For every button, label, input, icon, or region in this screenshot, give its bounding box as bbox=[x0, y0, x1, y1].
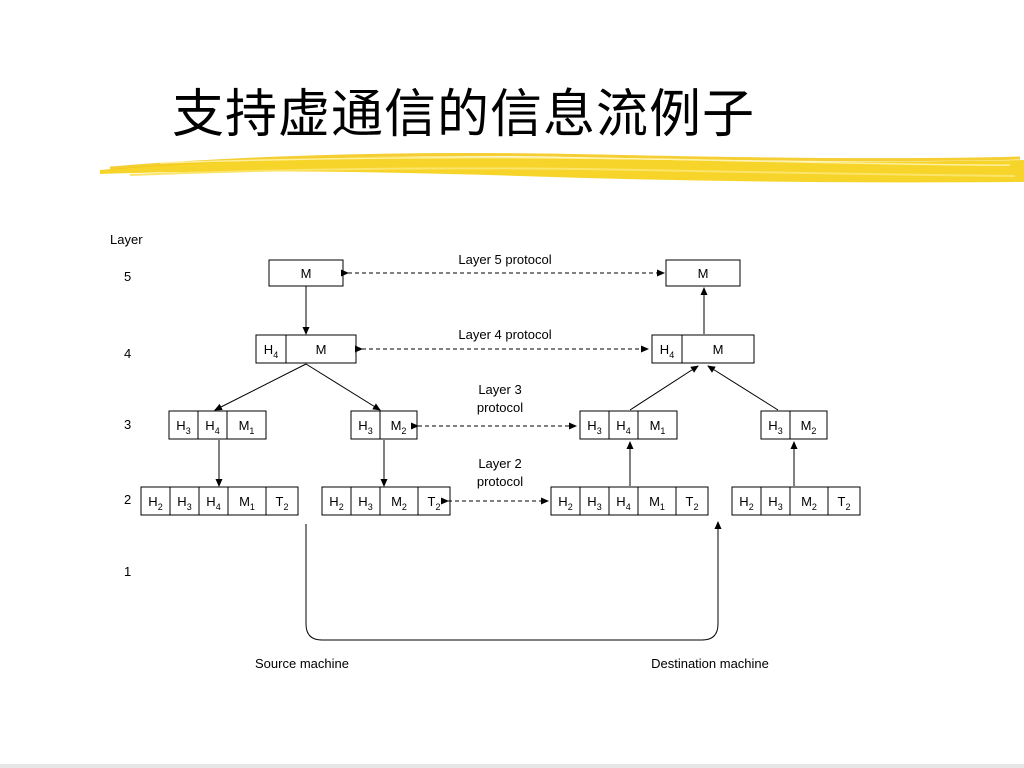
packet-cell bbox=[681, 334, 755, 364]
packet-cell bbox=[168, 410, 199, 440]
packet-cell-label: H2 bbox=[558, 494, 572, 512]
packet-cell-label: T2 bbox=[686, 494, 699, 512]
packet-cell-label: T2 bbox=[276, 494, 289, 512]
packet-cell-label: H3 bbox=[177, 494, 191, 512]
packet-cell-label: M bbox=[301, 266, 312, 281]
packet-cell-label: H4 bbox=[205, 418, 219, 436]
packet-cell bbox=[789, 486, 829, 516]
packet-cell bbox=[197, 410, 228, 440]
packet-cell-label: H4 bbox=[616, 418, 630, 436]
packet-cell-label: M1 bbox=[239, 418, 255, 436]
dst-l5-packet: M bbox=[665, 259, 741, 287]
layer3-protocol-label-line2: protocol bbox=[477, 400, 523, 415]
packet-cell bbox=[226, 410, 267, 440]
packet-cell-label: M1 bbox=[239, 494, 255, 512]
dst-arrow-l3b-to-l4 bbox=[707, 365, 779, 411]
packet-cell bbox=[169, 486, 200, 516]
packet-cell-label: H3 bbox=[358, 418, 372, 436]
packet-cell-label: H3 bbox=[176, 418, 190, 436]
packet-cell bbox=[350, 410, 381, 440]
packet-cell-label: H3 bbox=[768, 418, 782, 436]
packet-cell-label: M bbox=[316, 342, 327, 357]
packet-cell bbox=[760, 410, 791, 440]
packet-cell-label: H2 bbox=[739, 494, 753, 512]
packet-cell-label: M1 bbox=[649, 494, 665, 512]
layer-number-3: 3 bbox=[124, 417, 131, 432]
packet-cell bbox=[285, 334, 357, 364]
packet-cell bbox=[265, 486, 299, 516]
packet-cell bbox=[379, 486, 419, 516]
packet-cell-label: M bbox=[713, 342, 724, 357]
packet-cell-label: H2 bbox=[329, 494, 343, 512]
packet-cell-label: H3 bbox=[768, 494, 782, 512]
packet-cell-label: H3 bbox=[587, 494, 601, 512]
layer5-protocol-label: Layer 5 protocol bbox=[458, 252, 551, 267]
dst-l3a-packet: H3 H4 M1 bbox=[579, 410, 678, 440]
packet-cell-label: T2 bbox=[838, 494, 851, 512]
packet-cell-label: M2 bbox=[801, 418, 817, 436]
packet-cell bbox=[608, 486, 639, 516]
src-l5-packet: M bbox=[268, 259, 344, 287]
packet-cell-label: M2 bbox=[391, 494, 407, 512]
packet-cell-label: H4 bbox=[264, 342, 278, 360]
packet-cell-label: M1 bbox=[650, 418, 666, 436]
packet-cell bbox=[198, 486, 229, 516]
packet-cell-label: H2 bbox=[148, 494, 162, 512]
src-arrow-l4-to-l3b bbox=[305, 363, 381, 411]
layer-number-2: 2 bbox=[124, 492, 131, 507]
packet-cell-label: M2 bbox=[801, 494, 817, 512]
dst-l3b-packet: H3 M2 bbox=[760, 410, 828, 440]
src-arrow-l4-to-l3a bbox=[214, 363, 307, 411]
packet-cell bbox=[579, 486, 610, 516]
dst-arrow-l3a-to-l4 bbox=[629, 365, 699, 411]
layer4-protocol-label: Layer 4 protocol bbox=[458, 327, 551, 342]
layer-number-4: 4 bbox=[124, 346, 131, 361]
packet-cell bbox=[651, 334, 683, 364]
physical-link-path bbox=[305, 521, 722, 641]
src-l2b-packet: H2 H3 M2 T2 bbox=[321, 486, 451, 516]
packet-cell bbox=[675, 486, 709, 516]
source-machine-label: Source machine bbox=[255, 656, 349, 671]
layer-number-1: 1 bbox=[124, 564, 131, 579]
src-l3b-packet: H3 M2 bbox=[350, 410, 418, 440]
packet-cell bbox=[665, 259, 741, 287]
layer2-protocol-label-line2: protocol bbox=[477, 474, 523, 489]
slide-footer-bar bbox=[0, 764, 1024, 768]
packet-cell-label: H4 bbox=[616, 494, 630, 512]
src-l4-packet: H4 M bbox=[255, 334, 357, 364]
dst-l4-packet: H4 M bbox=[651, 334, 755, 364]
highlighter-stroke bbox=[100, 153, 1024, 183]
packet-cell bbox=[140, 486, 171, 516]
src-l2a-packet: H2 H3 H4 M1 T2 bbox=[140, 486, 299, 516]
packet-cell bbox=[637, 410, 678, 440]
packet-cell-label: T2 bbox=[428, 494, 441, 512]
packet-cell bbox=[579, 410, 610, 440]
packet-cell-label: H4 bbox=[206, 494, 220, 512]
packet-cell bbox=[827, 486, 861, 516]
layer-heading: Layer bbox=[110, 232, 143, 247]
packet-cell-label: M2 bbox=[391, 418, 407, 436]
slide-title: 支持虚通信的信息流例子 bbox=[172, 85, 756, 145]
destination-machine-label: Destination machine bbox=[651, 656, 769, 671]
packet-cell-label: H3 bbox=[358, 494, 372, 512]
packet-cell bbox=[731, 486, 762, 516]
packet-cell bbox=[268, 259, 344, 287]
packet-cell-label: H4 bbox=[660, 342, 674, 360]
layer3-protocol-label-line1: Layer 3 bbox=[478, 382, 521, 397]
packet-cell bbox=[379, 410, 418, 440]
src-l3a-packet: H3 H4 M1 bbox=[168, 410, 267, 440]
layer2-protocol-label-line1: Layer 2 bbox=[478, 456, 521, 471]
packet-cell bbox=[608, 410, 639, 440]
packet-cell-label: M bbox=[698, 266, 709, 281]
layer-number-5: 5 bbox=[124, 269, 131, 284]
packet-cell bbox=[789, 410, 828, 440]
packet-cell-label: H3 bbox=[587, 418, 601, 436]
dst-l2a-packet: H2 H3 H4 M1 T2 bbox=[550, 486, 709, 516]
packet-cell bbox=[321, 486, 352, 516]
dst-l2b-packet: H2 H3 M2 T2 bbox=[731, 486, 861, 516]
